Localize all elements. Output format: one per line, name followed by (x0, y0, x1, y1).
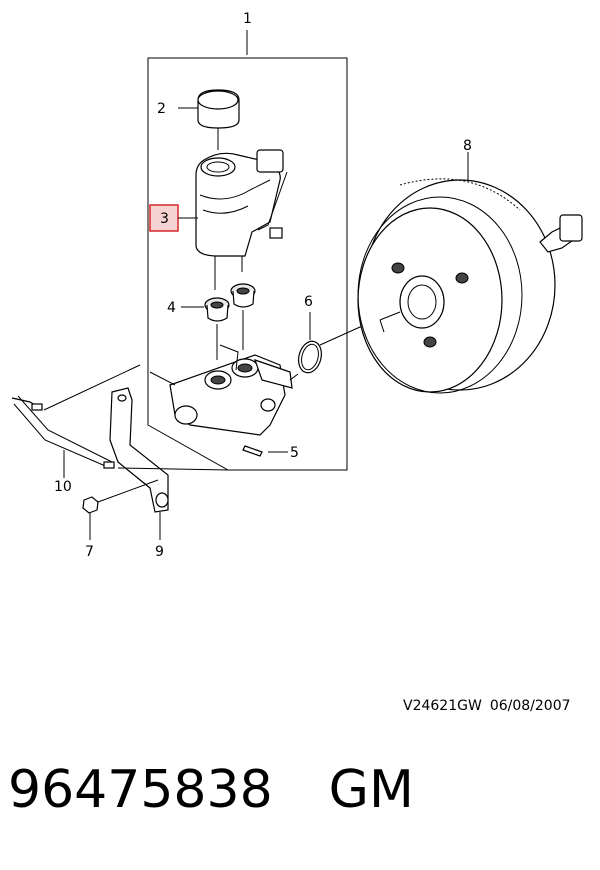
callout-7: 7 (85, 544, 94, 560)
callout-4: 4 (167, 300, 176, 316)
hex-nut[interactable] (82, 479, 159, 540)
callout-9: 9 (155, 544, 164, 560)
reservoir-cap[interactable] (197, 89, 240, 150)
reference-code: V24621GW (403, 698, 482, 714)
master-cylinder[interactable] (149, 344, 293, 436)
callout-1: 1 (243, 11, 252, 27)
callout-8: 8 (463, 138, 472, 154)
callout-10: 10 (54, 479, 72, 495)
reference-date: 06/08/2007 (489, 698, 571, 714)
brake-pipe[interactable] (11, 364, 229, 478)
part-number-line: 96475838 GM (8, 760, 414, 820)
parts-diagram: 1 2 3 4 5 6 7 8 9 10 (11, 11, 583, 560)
callout-2: 2 (157, 101, 166, 117)
callout-5: 5 (290, 445, 299, 461)
callout-6: 6 (304, 294, 313, 310)
part-number: 96475838 (8, 760, 273, 820)
mounting-bracket[interactable] (109, 387, 169, 540)
reservoir-grommets[interactable] (204, 283, 256, 360)
brake-booster[interactable] (357, 152, 583, 394)
assembly-group-box (147, 30, 348, 471)
brake-fluid-reservoir[interactable] (195, 149, 288, 290)
diagram-reference: V24621GW 06/08/2007 (403, 698, 571, 714)
part-brand: GM (328, 760, 414, 820)
retaining-pin[interactable] (242, 445, 288, 457)
callout-3: 3 (160, 211, 169, 227)
highlight-box-3 (149, 204, 198, 232)
